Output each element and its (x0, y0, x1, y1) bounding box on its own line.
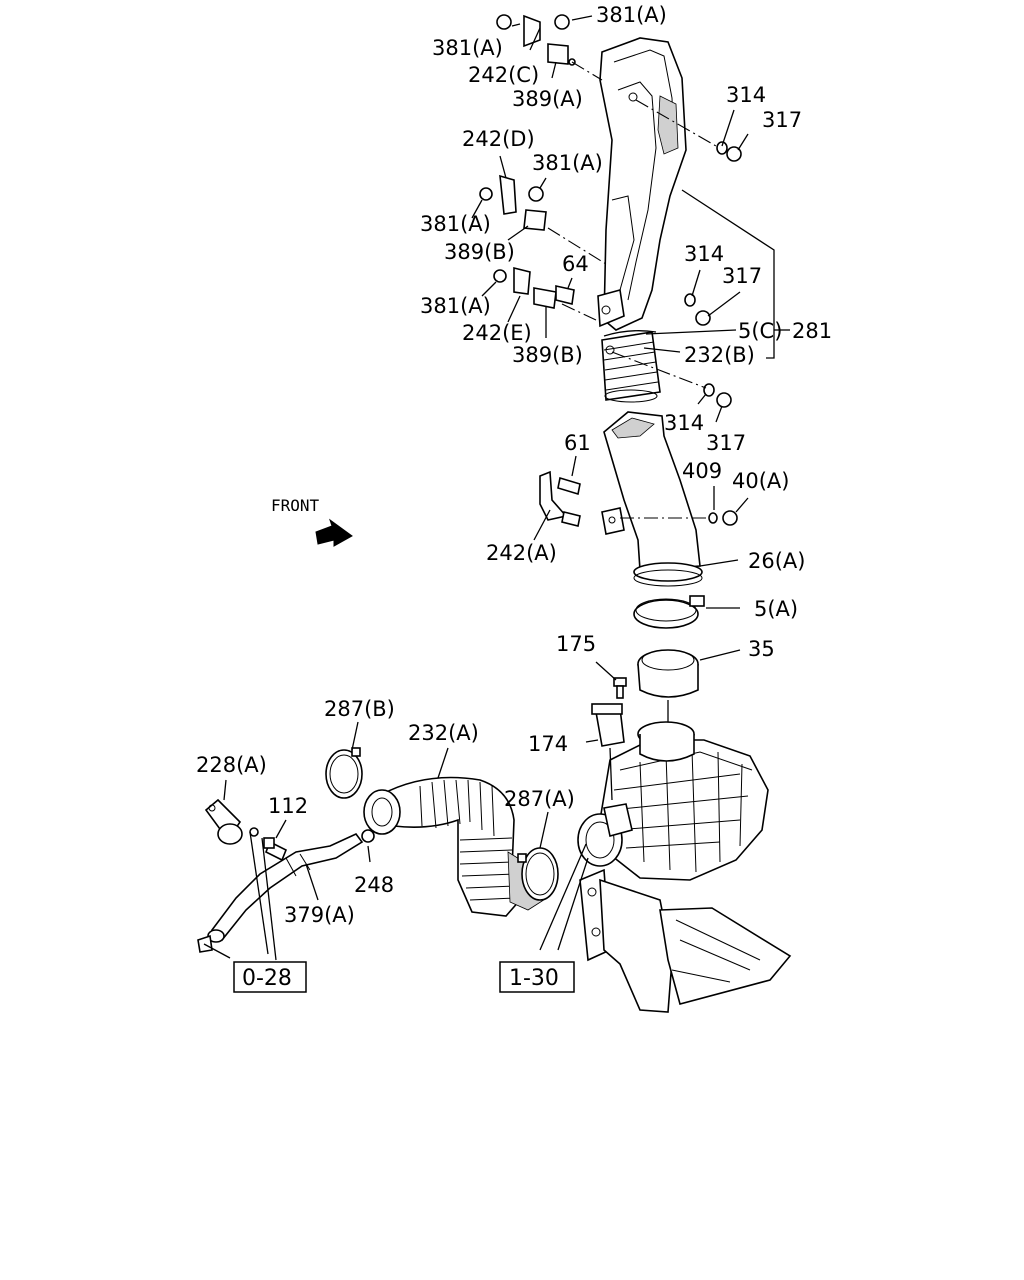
hardware-right-cluster (684, 141, 742, 526)
front-indicator: FRONT (271, 496, 353, 547)
hose-232b (601, 331, 661, 403)
callout-175: 175 (556, 632, 596, 656)
callout-287a: 287(A) (504, 787, 575, 811)
callout-5c: 5(C) (738, 319, 782, 343)
callout-287b: 287(B) (324, 697, 395, 721)
callout-389b: 389(B) (512, 343, 583, 367)
reference-label: 0-28 (242, 966, 292, 991)
callout-labels: 381(A) 381(A) 242(C) 389(A) 314 317 242(… (196, 3, 832, 927)
callout-281: 281 (792, 319, 832, 343)
callout-228a: 228(A) (196, 753, 267, 777)
callout-389b: 389(B) (444, 240, 515, 264)
hardware-top-cluster (496, 14, 576, 66)
reference-label: 1-30 (509, 966, 559, 991)
callout-242c: 242(C) (468, 63, 539, 87)
bracket-228a (204, 798, 259, 845)
callout-317: 317 (722, 264, 762, 288)
callout-64: 64 (562, 252, 589, 276)
leader-lines (203, 15, 790, 961)
adapter-ring-35 (637, 649, 699, 698)
elbow-duct-26a (601, 411, 703, 587)
callout-317: 317 (762, 108, 802, 132)
callout-379a: 379(A) (284, 903, 355, 927)
air-duct-281 (597, 37, 687, 331)
clamp-5a (633, 595, 705, 629)
callout-242e: 242(E) (462, 321, 532, 345)
callout-112: 112 (268, 794, 308, 818)
callout-174: 174 (528, 732, 568, 756)
callout-232b: 232(B) (684, 343, 755, 367)
callout-314: 314 (726, 83, 766, 107)
callout-381a: 381(A) (420, 212, 491, 236)
callout-35: 35 (748, 637, 775, 661)
clamp-287b (325, 747, 363, 799)
hardware-mid-cluster (479, 174, 575, 309)
sensor-174 (591, 703, 625, 747)
front-arrow-icon (315, 518, 353, 547)
callout-409: 409 (682, 459, 722, 483)
callout-381a: 381(A) (596, 3, 667, 27)
hose-379a (207, 829, 375, 943)
callout-242d: 242(D) (462, 127, 535, 151)
callout-232a: 232(A) (408, 721, 479, 745)
callout-242a: 242(A) (486, 541, 557, 565)
callout-317: 317 (706, 431, 746, 455)
callout-248: 248 (354, 873, 394, 897)
front-label: FRONT (271, 496, 320, 515)
callout-389a: 389(A) (512, 87, 583, 111)
clamp-5c (603, 330, 657, 355)
reference-box-1-30: 1-30 (499, 961, 575, 993)
callout-40a: 40(A) (732, 469, 789, 493)
mounting-bracket (579, 868, 792, 1013)
callout-5a: 5(A) (754, 597, 798, 621)
callout-26a: 26(A) (748, 549, 805, 573)
callout-314: 314 (684, 242, 724, 266)
callout-381a: 381(A) (420, 294, 491, 318)
callout-314: 314 (664, 411, 704, 435)
callout-381a: 381(A) (532, 151, 603, 175)
callout-381a: 381(A) (432, 36, 503, 60)
callout-61: 61 (564, 431, 591, 455)
reference-box-0-28: 0-28 (233, 961, 307, 993)
bracket-242a (539, 470, 581, 527)
air-cleaner-housing (577, 721, 769, 881)
screw-175 (613, 677, 627, 699)
bolt-112 (263, 837, 288, 862)
